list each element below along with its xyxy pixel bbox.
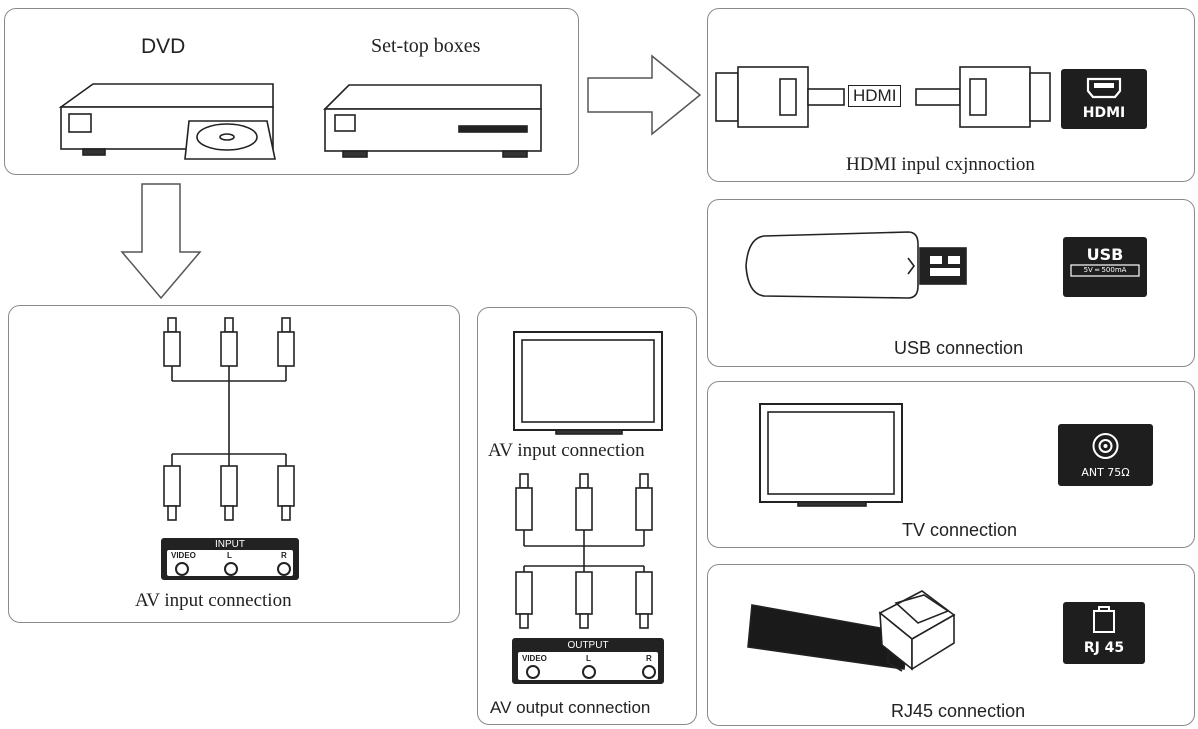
rca-plug-icon — [277, 317, 295, 381]
sources-panel: DVD Set-top boxes — [4, 8, 579, 175]
input-panel-label: INPUT — [215, 539, 245, 550]
output-panel-label: OUTPUT — [567, 640, 609, 651]
rj45-panel: RJ 45 RJ45 connection — [707, 564, 1195, 726]
rca-plug-icon — [515, 473, 533, 546]
input-jack-panel: INPUT VIDEO L R — [161, 538, 299, 580]
hdmi-port-icon — [1086, 77, 1122, 99]
rj45-caption: RJ45 connection — [891, 701, 1026, 721]
rca-plug-icon — [635, 566, 653, 629]
l-jack-icon — [582, 665, 596, 679]
tv-monitor-icon — [513, 331, 663, 435]
source-devices-illustration — [58, 83, 542, 160]
video-label: VIDEO — [171, 551, 196, 560]
rj45-badge: RJ 45 — [1063, 602, 1145, 664]
hdmi-badge-label: HDMI — [1082, 105, 1126, 121]
usb-caption: USB connection — [894, 338, 1024, 358]
output-panel-inner: VIDEO L R — [518, 652, 658, 680]
usb-badge-sublabel: 5V ═ 500mA — [1083, 266, 1127, 274]
usb-badge: USB 5V ═ 500mA — [1063, 237, 1147, 297]
rca-plug-icon — [220, 317, 238, 381]
r-jack-icon — [277, 562, 291, 576]
hdmi-caption: HDMI inpul cxjnnoction — [846, 154, 1035, 175]
tv-badge-label: ANT 75Ω — [1081, 466, 1130, 479]
usb-stick-illustration — [745, 231, 967, 299]
rca-cables-illustration — [163, 317, 295, 521]
r-jack-icon — [642, 665, 656, 679]
r-label: R — [646, 654, 652, 663]
hdmi-cable-label: HDMI — [848, 85, 902, 107]
rca-plug-icon — [635, 473, 653, 546]
av-output-caption: AV output connection — [490, 698, 651, 717]
l-label: L — [227, 551, 232, 560]
rj45-cable-illustration — [747, 590, 956, 672]
rj45-badge-label: RJ 45 — [1083, 640, 1125, 656]
av-input-panel: INPUT VIDEO L R AV input connection — [8, 305, 460, 623]
rca-plug-icon — [277, 454, 295, 521]
r-label: R — [281, 551, 287, 560]
coax-port-icon — [1092, 433, 1119, 459]
video-jack-icon — [526, 665, 540, 679]
hdmi-panel: HDMI HDMI HDMI inpul cxjnnoction — [707, 8, 1195, 182]
rca-plug-icon — [575, 566, 593, 629]
video-label: VIDEO — [522, 654, 547, 663]
usb-panel: USB 5V ═ 500mA USB connection — [707, 199, 1195, 367]
tv-caption: TV connection — [902, 520, 1018, 540]
l-jack-icon — [224, 562, 238, 576]
rca-plug-icon — [163, 454, 181, 521]
l-label: L — [586, 654, 591, 663]
output-jack-panel: OUTPUT VIDEO L R — [512, 638, 664, 684]
dvd-label: DVD — [141, 35, 186, 58]
set-top-box-icon — [323, 84, 542, 158]
hdmi-badge: HDMI — [1061, 69, 1147, 129]
video-jack-icon — [175, 562, 189, 576]
ethernet-port-icon — [1093, 606, 1115, 633]
rca-plug-icon — [515, 566, 533, 629]
hdmi-cable-illustration — [715, 66, 1051, 128]
usb-badge-label: USB — [1086, 245, 1124, 264]
stb-label: Set-top boxes — [371, 35, 481, 57]
rca-plug-icon — [163, 317, 181, 381]
tv-illustration — [759, 403, 903, 507]
tv-panel: ANT 75Ω TV connection — [707, 381, 1195, 548]
av-output-top-caption: AV input connection — [488, 440, 645, 461]
input-panel-inner: VIDEO L R — [167, 550, 293, 576]
av-input-caption: AV input connection — [135, 590, 292, 611]
dvd-player-icon — [58, 83, 276, 160]
usb-port-icon — [1070, 264, 1140, 277]
av-output-illustration — [513, 331, 663, 629]
tv-badge: ANT 75Ω — [1058, 424, 1153, 486]
rca-plug-icon — [220, 454, 238, 521]
rca-plug-icon — [575, 473, 593, 546]
av-output-panel: AV input connection OUTPUT VIDEO L R AV … — [477, 307, 697, 725]
